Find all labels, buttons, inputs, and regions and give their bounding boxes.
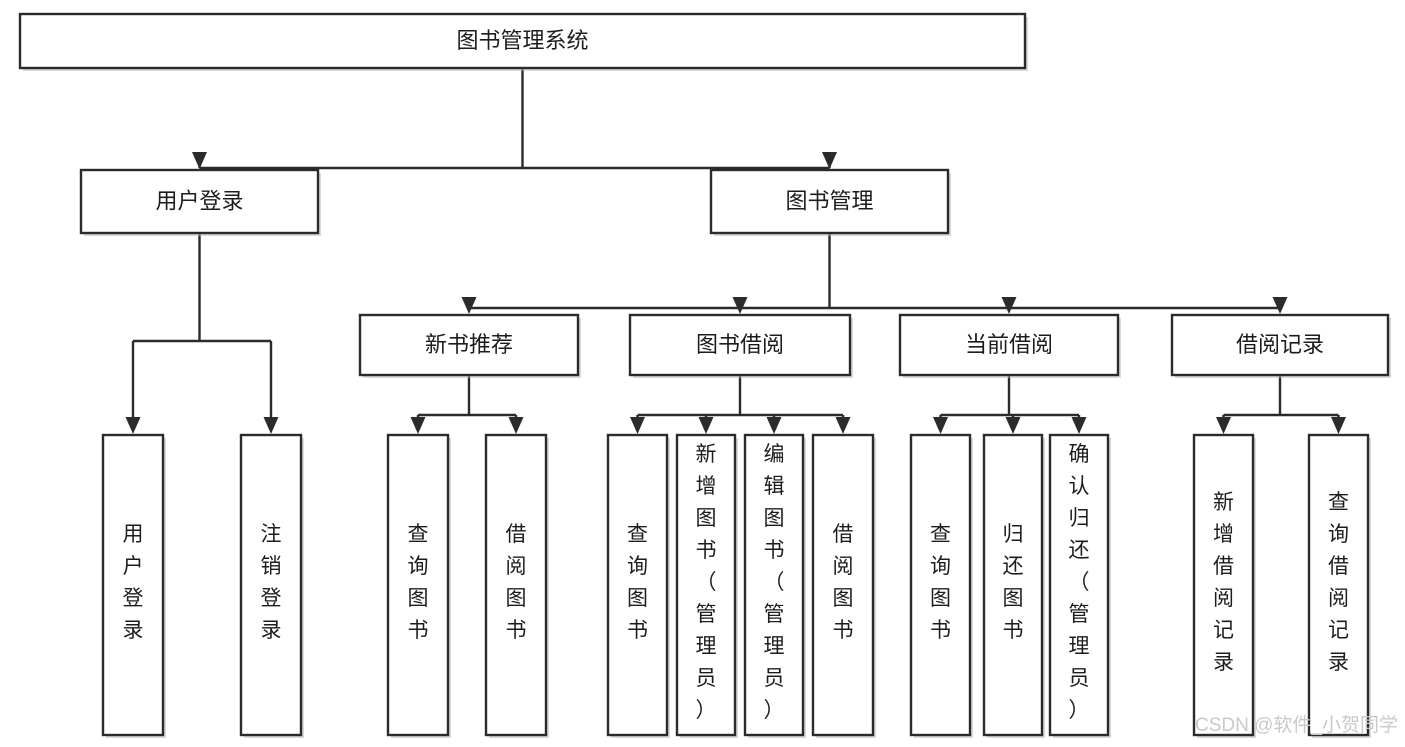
node-box[interactable] [1170,313,1390,377]
node-label: 借阅图书 [833,523,854,642]
node-leaf-query-record[interactable]: 查询借阅记录 [1307,433,1371,738]
node-box[interactable] [606,433,669,737]
connector-group-root [192,68,837,170]
node-user-login[interactable]: 用户登录 [79,168,321,236]
node-leaf-borrow-book-2[interactable]: 借阅图书 [811,433,876,738]
node-box[interactable] [743,433,805,737]
connector-group-new-book-rec [410,375,524,434]
node-label: 归还图书 [1003,523,1024,642]
node-label: 借阅记录 [1236,332,1324,357]
node-label: 新增借阅记录 [1213,491,1234,674]
node-box[interactable] [982,433,1044,737]
connector-group-current-borrow [933,375,1087,434]
node-label: 借阅图书 [506,523,527,642]
connector-group-user-login [125,233,279,434]
node-leaf-logout[interactable]: 注销登录 [239,433,304,738]
node-label: 查询图书 [930,523,951,642]
node-box[interactable] [628,313,852,377]
connector-group-book-manage [461,233,1288,314]
node-root[interactable]: 图书管理系统 [18,12,1028,71]
node-label: 图书管理系统 [456,28,588,53]
node-new-book-rec[interactable]: 新书推荐 [358,313,581,378]
node-label: 图书借阅 [696,332,784,357]
node-leaf-user-login[interactable]: 用户登录 [101,433,166,738]
node-label: 查询借阅记录 [1328,491,1349,674]
node-label: 图书管理 [785,188,873,213]
node-box[interactable] [484,433,548,737]
node-box[interactable] [675,433,737,737]
node-label: 新增图书（管理员） [696,443,717,722]
node-label: 新书推荐 [425,332,513,357]
node-leaf-edit-book[interactable]: 编辑图书（管理员） [743,433,806,738]
node-box[interactable] [811,433,875,737]
node-box[interactable] [239,433,303,737]
node-box[interactable] [909,433,972,737]
node-box[interactable] [1048,433,1110,737]
node-box[interactable] [386,433,450,737]
node-book-manage[interactable]: 图书管理 [709,168,951,236]
node-box[interactable] [101,433,165,737]
node-box[interactable] [1192,433,1255,737]
node-box[interactable] [358,313,580,377]
node-label: 用户登录 [123,523,144,642]
node-borrow-record[interactable]: 借阅记录 [1170,313,1391,378]
node-box[interactable] [898,313,1120,377]
node-label: 用户登录 [155,188,243,213]
node-label: 确认归还（管理员） [1069,443,1090,722]
node-leaf-confirm-return[interactable]: 确认归还（管理员） [1048,433,1111,738]
node-leaf-return-book[interactable]: 归还图书 [982,433,1045,738]
node-leaf-borrow-book-1[interactable]: 借阅图书 [484,433,549,738]
csdn-watermark: CSDN @软件_小贺同学 [1195,714,1398,736]
node-label: 查询图书 [408,523,429,642]
node-box[interactable] [79,168,320,235]
node-leaf-query-book-1[interactable]: 查询图书 [386,433,451,738]
node-box[interactable] [18,12,1027,70]
node-leaf-query-book-3[interactable]: 查询图书 [909,433,973,738]
node-box[interactable] [1307,433,1370,737]
connector-group-book-borrow [630,375,851,434]
node-box[interactable] [709,168,950,235]
connector-layer [125,68,1346,434]
node-label: 当前借阅 [965,332,1053,357]
node-leaf-query-book-2[interactable]: 查询图书 [606,433,670,738]
node-label: 查询图书 [627,523,648,642]
node-book-borrow[interactable]: 图书借阅 [628,313,853,378]
node-leaf-add-book[interactable]: 新增图书（管理员） [675,433,738,738]
node-leaf-add-record[interactable]: 新增借阅记录 [1192,433,1256,738]
node-current-borrow[interactable]: 当前借阅 [898,313,1121,378]
connector-group-borrow-record [1216,375,1346,434]
node-label: 编辑图书（管理员） [764,443,785,722]
node-label: 注销登录 [261,523,282,642]
node-layer: 图书管理系统用户登录图书管理新书推荐图书借阅当前借阅借阅记录用户登录注销登录查询… [18,12,1391,738]
